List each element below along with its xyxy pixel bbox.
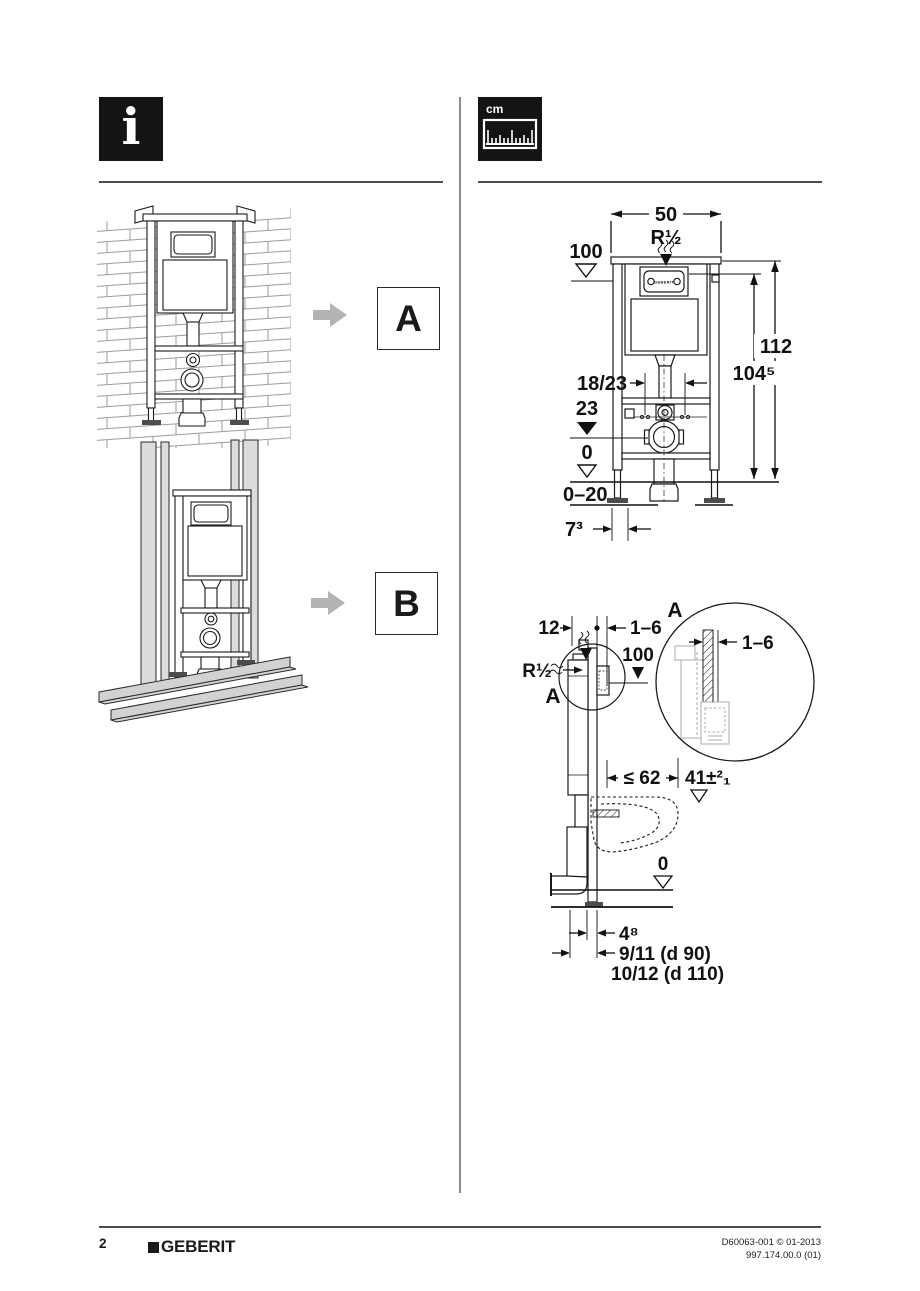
variant-b-box: B xyxy=(375,572,438,635)
dim-pan-depth: ≤ 62 xyxy=(624,768,661,789)
dim-supply-side: R½ xyxy=(522,661,552,682)
detail-facing-dim: 1–6 xyxy=(742,633,774,654)
variant-b-label: B xyxy=(393,582,420,624)
variant-a-label: A xyxy=(395,297,422,339)
figure-a-assembly xyxy=(97,205,291,448)
dim-pan-height: 41±²₁ xyxy=(685,768,731,789)
detail-a-label: A xyxy=(667,599,682,622)
column-divider xyxy=(459,97,461,1193)
info-glyph: i xyxy=(121,97,141,156)
footer-rule xyxy=(99,1226,821,1228)
front-dimensions: 50 R½ 100 112 104⁵ 18/23 xyxy=(563,201,798,541)
document-reference: D60063-001 © 01-2013 997.174.00.0 (01) xyxy=(621,1237,821,1262)
dim-floor-adjust: 0–20 xyxy=(563,484,608,506)
dim-facing-thickness: 1–6 xyxy=(630,618,662,639)
mount-frame-a xyxy=(134,205,256,427)
dim-floor-zero-side: 0 xyxy=(658,854,669,875)
dim-total-height: 112 xyxy=(760,336,792,358)
dim-outlet-d110: 10/12 (d 110) xyxy=(611,964,724,985)
dim-outlet-offset: 4⁸ xyxy=(619,924,639,945)
page-number: 2 xyxy=(99,1236,107,1251)
side-dimensions: 12 1–6 R½ A 100 xyxy=(522,616,731,985)
article-number: 997.174.00.0 (01) xyxy=(745,1249,821,1261)
doc-id: D60063-001 © 01-2013 xyxy=(721,1237,821,1248)
detail-ref-label: A xyxy=(545,685,560,708)
cm-unit-label: cm xyxy=(486,102,504,116)
floor-rails xyxy=(98,656,309,723)
info-icon: i xyxy=(99,97,163,161)
dim-ref-height: 100 xyxy=(569,241,602,263)
dim-width: 50 xyxy=(655,204,677,226)
flush-plate-brand: GEBERIT xyxy=(654,279,674,284)
dim-supply-depth: 18/23 xyxy=(577,373,627,395)
brand-name: GEBERIT xyxy=(161,1237,236,1256)
detail-marker-circle xyxy=(558,643,626,711)
cm-ruler-icon: cm xyxy=(478,97,542,161)
dim-foot-depth: 7³ xyxy=(565,519,583,541)
dim-alt-height: 104⁵ xyxy=(733,363,776,385)
section-rule-right xyxy=(478,181,822,183)
side-view-diagram: 1–6 A 12 xyxy=(522,599,815,985)
right-arrow-icon xyxy=(311,591,345,615)
detail-circle-a: 1–6 A xyxy=(655,599,815,762)
dim-ref-height-side: 100 xyxy=(622,645,654,666)
mount-frame-b xyxy=(169,489,255,681)
right-arrow-icon xyxy=(313,303,347,327)
dim-outlet-d90: 9/11 (d 90) xyxy=(619,944,711,965)
brand-logo: GEBERIT xyxy=(148,1237,235,1257)
front-frame-drawing: GEBERIT xyxy=(607,256,725,503)
dim-frame-depth: 12 xyxy=(538,618,559,639)
brand-square-mark xyxy=(148,1241,159,1253)
figure-b-assembly xyxy=(98,439,309,723)
dim-outlet-height: 23 xyxy=(576,398,598,420)
variant-a-box: A xyxy=(377,287,440,350)
front-view-diagram: GEBERIT 50 R½ 100 xyxy=(563,201,798,541)
side-frame-drawing xyxy=(550,639,679,907)
dim-floor-zero: 0 xyxy=(581,442,592,464)
section-rule-left xyxy=(99,181,443,183)
ruler-icon xyxy=(482,118,538,150)
